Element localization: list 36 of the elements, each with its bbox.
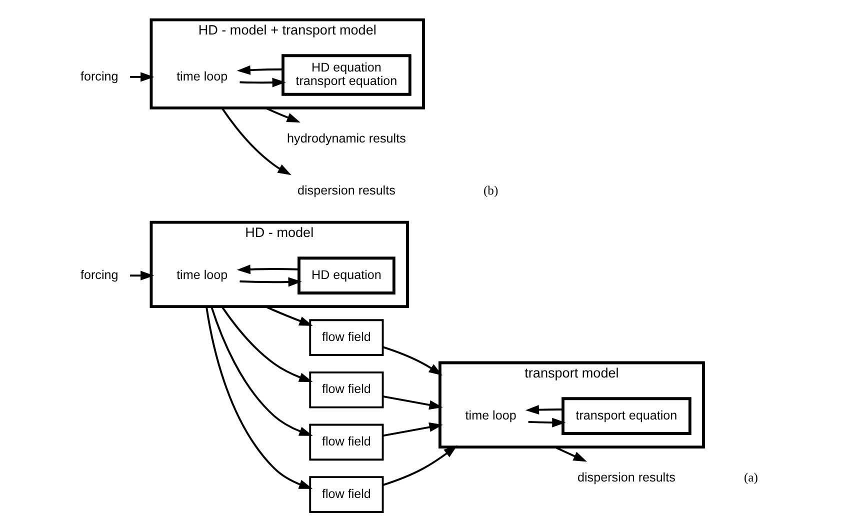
arrow <box>221 107 292 176</box>
node-box: transport equation <box>562 397 692 435</box>
arrow <box>382 422 443 437</box>
node-text: dispersion results <box>298 184 396 198</box>
arrow <box>382 445 458 486</box>
arrow <box>382 346 442 376</box>
node-box: flow field <box>309 424 384 461</box>
node-text: time loop <box>465 408 516 422</box>
node-text: time loop <box>176 69 228 84</box>
label: (b) <box>483 184 498 198</box>
node-text: time loop <box>176 268 228 282</box>
node-text: forcing <box>80 268 118 282</box>
arrow <box>130 72 154 82</box>
node-text: dispersion results <box>578 470 676 484</box>
arrow <box>265 107 300 123</box>
arrow <box>130 270 154 280</box>
arrow <box>265 306 313 326</box>
arrow <box>528 418 566 428</box>
node-box: flow field <box>309 371 384 408</box>
arrow <box>554 446 588 462</box>
node-box: flow field <box>309 476 384 513</box>
arrow <box>525 405 563 415</box>
node-box: HD equation transport equation <box>282 54 412 96</box>
node-box: HD equation <box>298 256 396 294</box>
label: (a) <box>744 470 758 484</box>
arrow <box>240 78 286 88</box>
arrow <box>240 277 302 287</box>
arrow <box>206 306 313 489</box>
arrow <box>221 306 313 382</box>
arrow <box>236 264 299 274</box>
arrow <box>382 395 443 410</box>
arrow <box>210 306 313 436</box>
node-text: hydrodynamic results <box>287 131 406 146</box>
node-box: flow field <box>309 319 384 356</box>
arrow <box>236 65 283 75</box>
node-text: forcing <box>80 69 118 84</box>
